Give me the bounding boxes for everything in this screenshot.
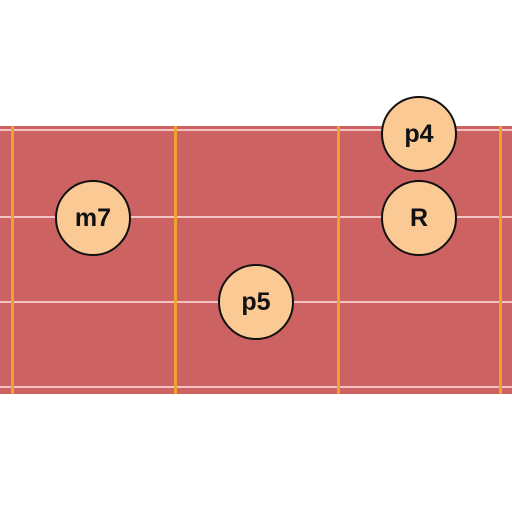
note-marker-p4: p4: [381, 96, 457, 172]
note-label: p5: [241, 287, 271, 316]
note-marker-m7: m7: [55, 180, 131, 256]
note-label: R: [409, 203, 429, 232]
string-line: [0, 386, 512, 388]
note-label: p4: [404, 119, 434, 148]
fret-line: [337, 126, 340, 394]
string-line: [0, 129, 512, 131]
fret-line: [11, 126, 14, 394]
note-marker-p5: p5: [218, 264, 294, 340]
fret-line: [499, 126, 502, 394]
note-label: m7: [74, 203, 112, 232]
string-line: [0, 216, 512, 218]
fret-line: [174, 126, 177, 394]
note-marker-root: R: [381, 180, 457, 256]
